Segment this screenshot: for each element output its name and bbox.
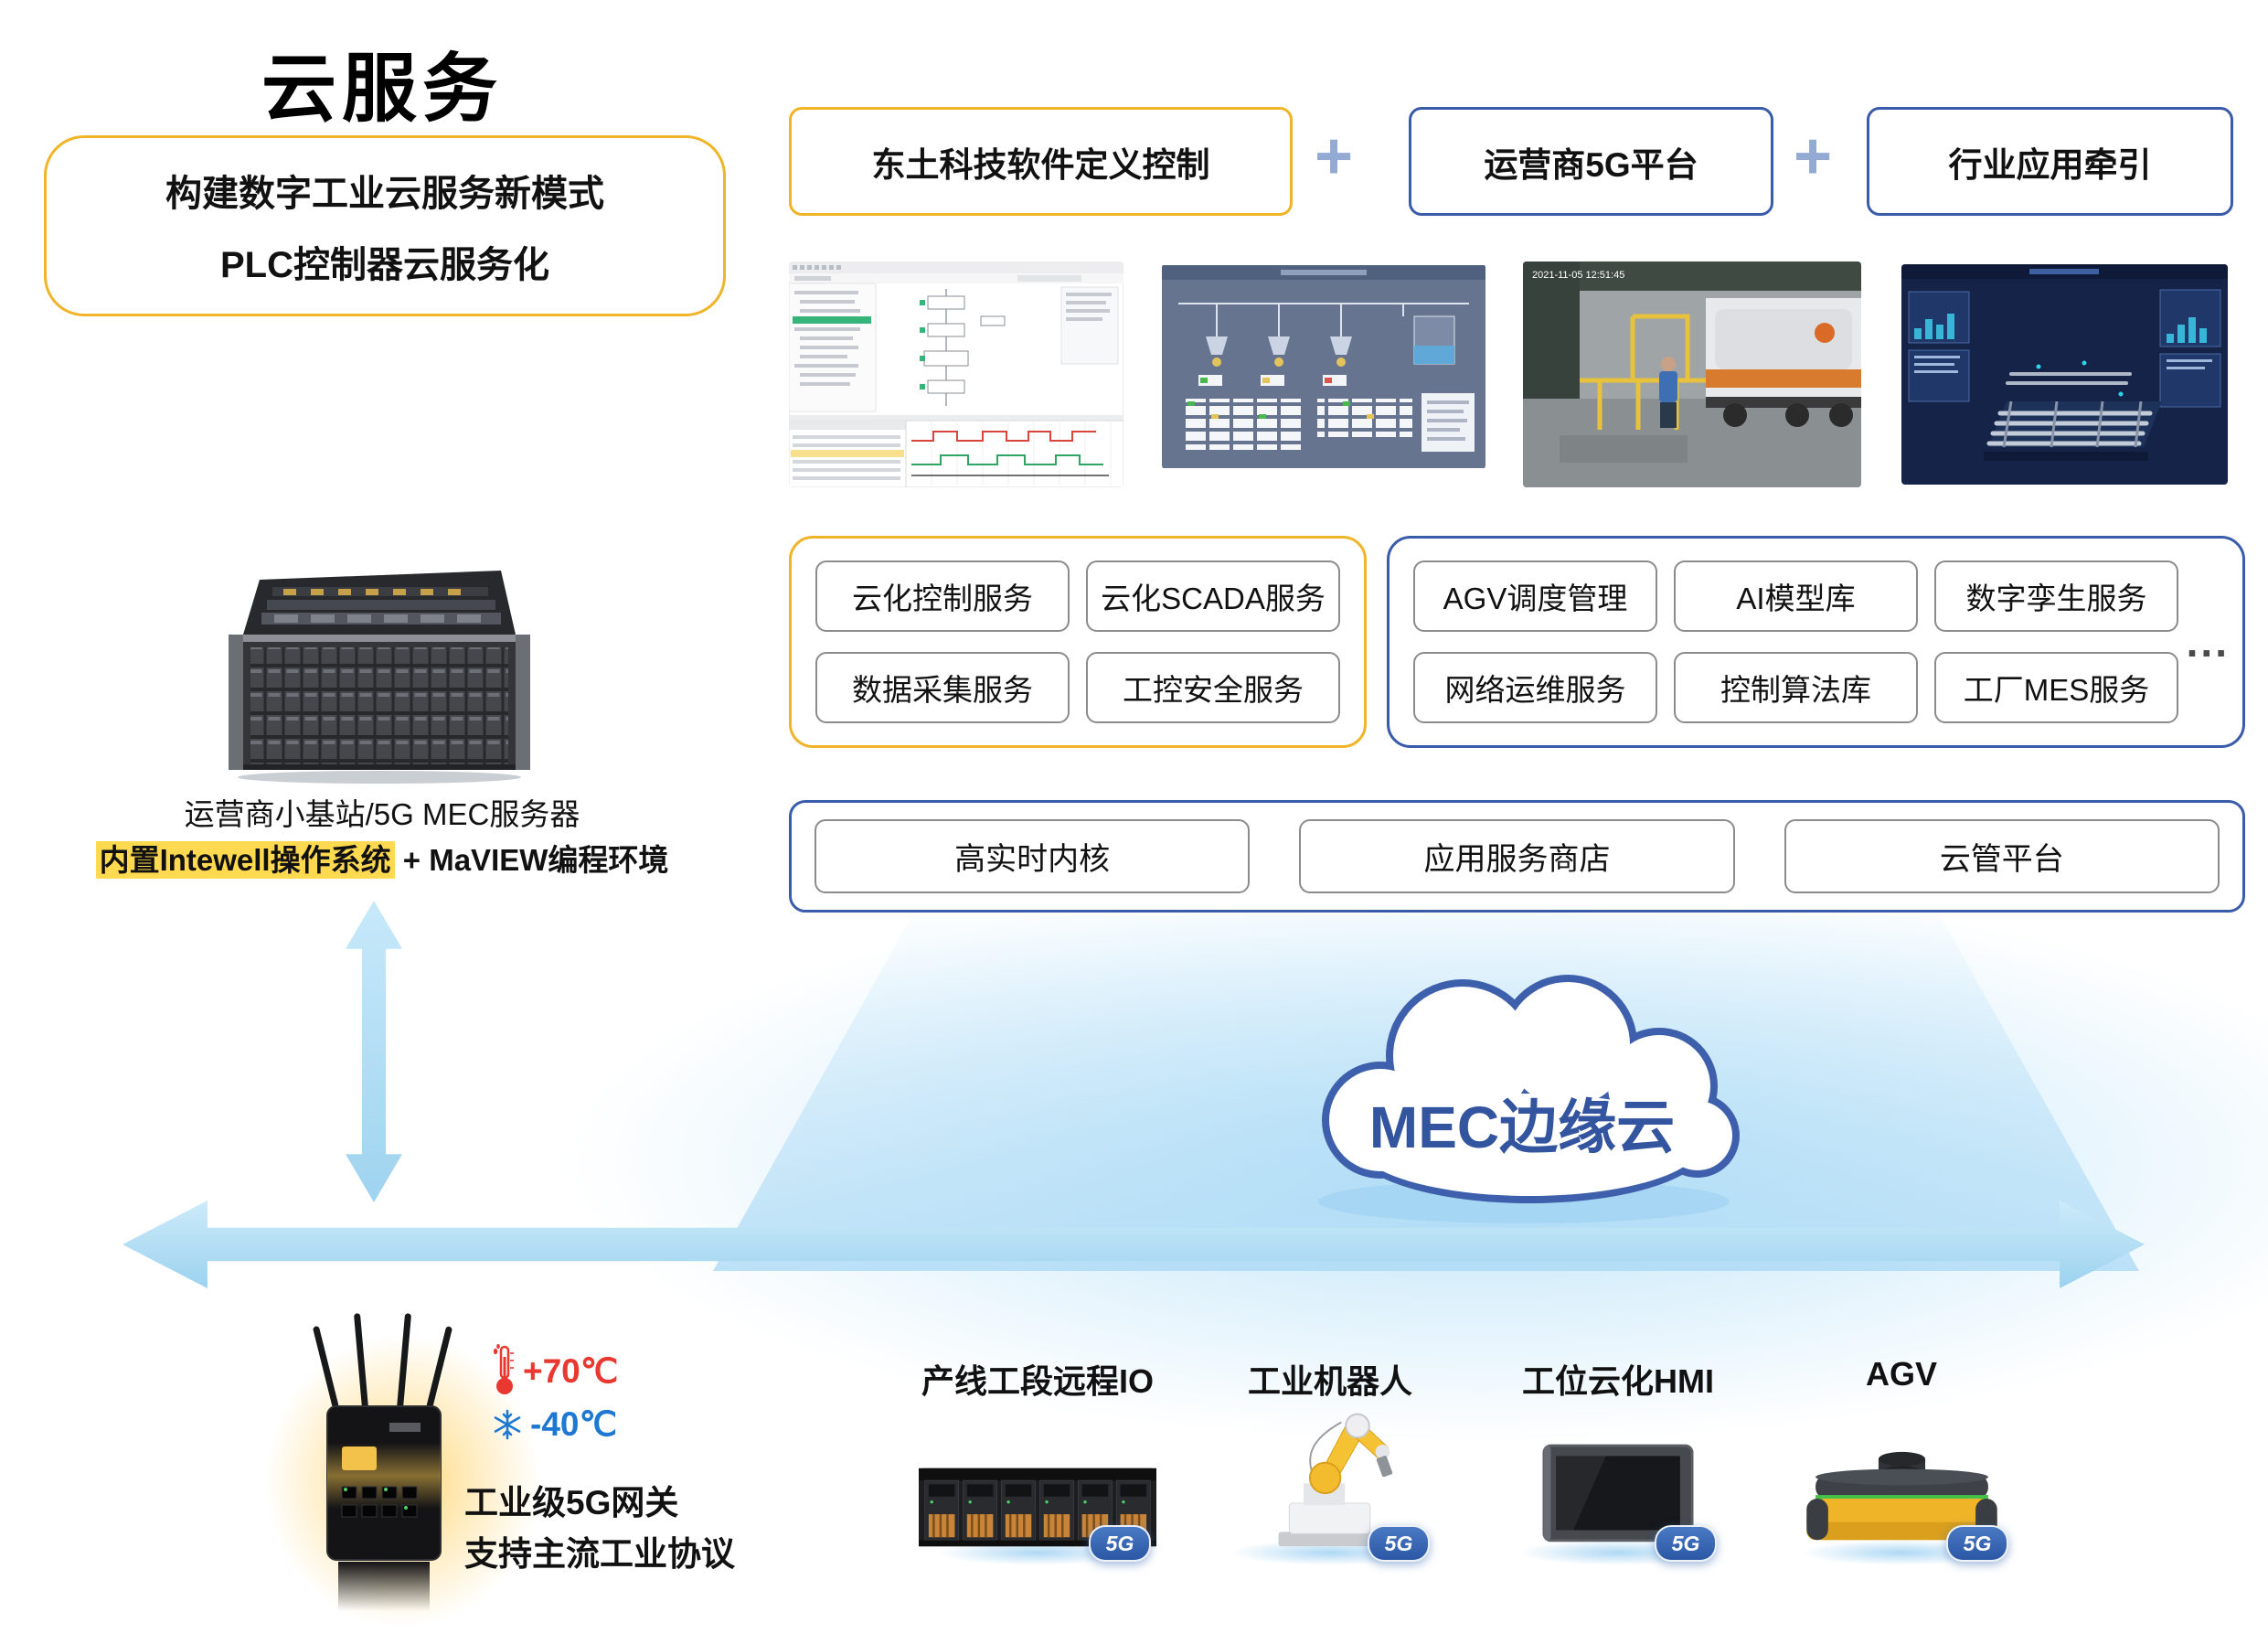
thermometer-icon xyxy=(493,1344,514,1394)
service-data-collection: 数据采集服务 xyxy=(815,652,1070,723)
mec-server-image xyxy=(229,547,530,785)
device-cloud-hmi: 工位云化HMI 5G xyxy=(1499,1355,1737,1576)
temp-high-label: +70℃ xyxy=(523,1351,619,1390)
screenshot-maview-ide xyxy=(789,262,1123,487)
snowflake-icon xyxy=(494,1409,521,1439)
scada-illustration xyxy=(1162,265,1485,468)
cloud-service-group: 云化控制服务 云化SCADA服务 数据采集服务 工控安全服务 xyxy=(789,536,1367,748)
5g-badge: 5G xyxy=(1655,1525,1717,1562)
temperature-range: +70℃ -40℃ xyxy=(492,1344,618,1444)
mec-edge-cloud: MEC边缘云 xyxy=(1275,942,1769,1225)
gateway-captions: 工业级5G网关 支持主流工业协议 xyxy=(464,1478,735,1580)
photo-timestamp: 2021-11-05 12:51:45 xyxy=(1532,270,1624,281)
platform-app-store: 应用服务商店 xyxy=(1299,819,1735,893)
agv-illustration xyxy=(1806,1451,1997,1541)
gateway-block: +70℃ -40℃ 工业级5G网关 支持主流工业协议 xyxy=(265,1308,777,1644)
pillar-industry-application: 行业应用牵引 xyxy=(1867,107,2233,216)
screenshot-site-photo: 2021-11-05 12:51:45 xyxy=(1523,262,1861,487)
device-label: 产线工段远程IO xyxy=(921,1362,1154,1400)
5g-badge: 5G xyxy=(1089,1525,1151,1562)
pillar-label: 运营商5G平台 xyxy=(1484,145,1698,184)
screenshot-digital-twin xyxy=(1901,264,2228,485)
server-subcaption: 内置Intewell操作系统 + MaVIEW编程环境 xyxy=(35,836,729,880)
app-service-group: AGV调度管理 AI模型库 数字孪生服务 网络运维服务 控制算法库 工厂MES服… xyxy=(1387,536,2245,748)
service-control-algorithms: 控制算法库 xyxy=(1674,652,1918,723)
service-cloud-control: 云化控制服务 xyxy=(815,560,1070,632)
service-industrial-security: 工控安全服务 xyxy=(1086,652,1340,723)
robot-illustration xyxy=(1278,1413,1393,1547)
device-label: 工位云化HMI xyxy=(1522,1362,1714,1400)
service-ai-model-library: AI模型库 xyxy=(1674,560,1918,632)
cloud-icon xyxy=(1318,975,1740,1223)
5g-badge: 5G xyxy=(1368,1525,1430,1562)
device-agv: AGV 5G xyxy=(1778,1355,2025,1576)
screenshot-scada xyxy=(1162,264,1485,469)
service-factory-mes: 工厂MES服务 xyxy=(1934,652,2178,723)
vertical-double-arrow xyxy=(346,901,402,1202)
platform-realtime-kernel: 高实时内核 xyxy=(815,819,1251,893)
device-industrial-robot: 工业机器人 5G xyxy=(1207,1355,1453,1576)
device-remote-io: 产线工段远程IO 5G xyxy=(910,1355,1166,1576)
pillar-label: 东土科技软件定义控制 xyxy=(871,145,1210,184)
device-label: AGV xyxy=(1865,1355,1937,1393)
intewell-highlight: 内置Intewell操作系统 xyxy=(95,841,395,879)
header-line-1: 构建数字工业云服务新模式 xyxy=(165,174,604,214)
service-network-ops: 网络运维服务 xyxy=(1413,652,1657,723)
server-illustration xyxy=(229,571,530,784)
cloud-label: MEC边缘云 xyxy=(1368,1094,1676,1160)
server-caption: 运营商小基站/5G MEC服务器 xyxy=(184,797,580,831)
service-agv-dispatch: AGV调度管理 xyxy=(1413,560,1657,632)
header-summary-box: 构建数字工业云服务新模式 PLC控制器云服务化 xyxy=(44,135,726,316)
platform-cloud-management: 云管平台 xyxy=(1784,819,2220,893)
site-photo-illustration: 2021-11-05 12:51:45 xyxy=(1523,262,1861,487)
maview-text: + MaVIEW编程环境 xyxy=(394,843,669,877)
ide-illustration xyxy=(789,262,1123,487)
hmi-illustration xyxy=(1542,1444,1694,1543)
gateway-illustration xyxy=(313,1313,453,1611)
pillar-operator-5g-platform: 运营商5G平台 xyxy=(1409,107,1773,216)
platform-bar: 高实时内核 应用服务商店 云管平台 xyxy=(789,800,2245,913)
plus-icon: + xyxy=(1315,120,1354,193)
temp-low-label: -40℃ xyxy=(530,1405,618,1443)
pillar-software-defined-control: 东土科技软件定义控制 xyxy=(789,107,1293,216)
pillar-label: 行业应用牵引 xyxy=(1948,145,2152,184)
more-services-ellipsis: ... xyxy=(2186,618,2230,666)
header-line-2: PLC控制器云服务化 xyxy=(220,245,549,285)
5g-badge: 5G xyxy=(1946,1525,2008,1562)
device-label: 工业机器人 xyxy=(1247,1362,1412,1400)
service-digital-twin: 数字孪生服务 xyxy=(1934,560,2178,632)
service-cloud-scada: 云化SCADA服务 xyxy=(1086,560,1340,632)
page-title: 云服务 xyxy=(261,48,503,131)
digital-twin-illustration xyxy=(1901,264,2228,485)
gateway-caption-1: 工业级5G网关 xyxy=(464,1484,679,1521)
plus-icon: + xyxy=(1794,120,1833,193)
gateway-caption-2: 支持主流工业协议 xyxy=(464,1535,735,1573)
remote-io-illustration xyxy=(919,1468,1156,1547)
